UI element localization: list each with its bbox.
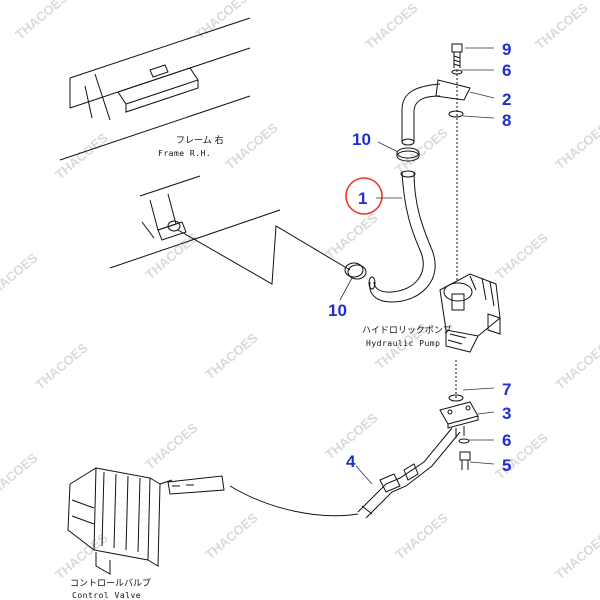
watermark-text: THACOES xyxy=(0,450,41,503)
callout-6-top: 6 xyxy=(502,61,511,80)
callout-4: 4 xyxy=(346,452,356,471)
callout-7: 7 xyxy=(502,380,511,399)
callout-6-bottom: 6 xyxy=(502,431,511,450)
watermark-text: THACOES xyxy=(552,340,600,393)
watermark-text: THACOES xyxy=(0,250,41,303)
callout-10-top: 10 xyxy=(352,130,371,149)
valve-label-en: Control Valve xyxy=(72,591,141,600)
watermark-text: THACOES xyxy=(52,130,111,183)
pump-label-en: Hydraulic Pump xyxy=(366,339,440,348)
hose-clamp-bottom xyxy=(344,262,367,280)
watermark-text: THACOES xyxy=(552,120,600,173)
watermark-text: THACOES xyxy=(492,230,551,283)
callout-1: 1 xyxy=(358,189,367,208)
o-ring-part-7 xyxy=(448,394,464,402)
valve-label-jp: コントロールバルブ xyxy=(70,577,151,589)
hose-clamp-top xyxy=(396,147,420,162)
mount-bracket-drawing xyxy=(109,175,351,285)
callout-10-bottom: 10 xyxy=(328,301,347,320)
callout-2: 2 xyxy=(502,90,511,109)
bolt-washer-bottom xyxy=(458,438,471,470)
frame-label-jp: フレーム 右 xyxy=(176,134,224,146)
line-art xyxy=(59,17,501,575)
bolt-washer-top xyxy=(451,43,463,75)
hydraulic-pump-drawing xyxy=(439,273,501,353)
watermark-text: THACOES xyxy=(142,420,201,473)
watermark-text: THACOES xyxy=(362,0,421,52)
watermark-text: THACOES xyxy=(202,330,261,383)
control-valve-drawing xyxy=(67,467,225,575)
highlight-circle xyxy=(345,177,383,215)
elbow-part-2 xyxy=(401,79,471,146)
callout-3: 3 xyxy=(502,404,511,423)
watermark-text: THACOES xyxy=(392,510,451,563)
callout-numbers: 9 6 2 8 10 1 10 7 3 6 5 4 xyxy=(328,40,511,475)
part-labels: フレーム 右 Frame R.H. ハイドロリックポンプ Hydraulic P… xyxy=(70,134,452,600)
watermark-text: THACOES xyxy=(202,510,261,563)
o-ring-part-8 xyxy=(448,110,464,118)
pump-label-jp: ハイドロリックポンプ xyxy=(362,325,452,336)
pipe-route-line xyxy=(229,485,359,517)
frame-label-en: Frame R.H. xyxy=(158,149,211,158)
watermark-text: THACOES xyxy=(322,210,381,263)
frame-rh-drawing xyxy=(59,17,251,161)
watermark-text: THACOES xyxy=(32,340,91,393)
watermark-text: THACOES xyxy=(532,0,591,52)
watermark-text: THACOES xyxy=(552,530,600,583)
watermark-text: THACOES xyxy=(222,120,281,173)
callout-8: 8 xyxy=(502,111,511,130)
leader-lines xyxy=(339,47,495,485)
watermark-text: THACOES xyxy=(12,0,71,42)
callout-9: 9 xyxy=(502,40,511,59)
watermark-text: THACOES xyxy=(392,125,451,178)
hose-part-1 xyxy=(368,170,436,303)
callout-5: 5 xyxy=(502,456,511,475)
flange-part-3 xyxy=(439,401,479,438)
pipe-part-4 xyxy=(357,427,461,519)
